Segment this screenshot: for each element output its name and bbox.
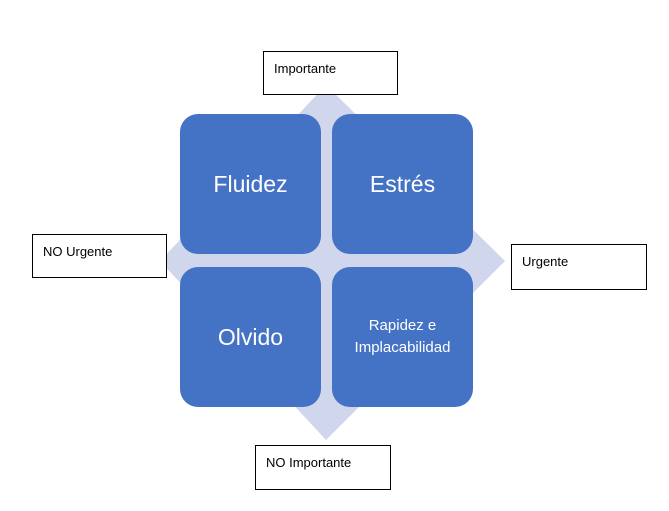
label-importante: Importante — [263, 51, 398, 95]
label-urgente-text: Urgente — [522, 254, 569, 269]
quadrant-olvido-label: Olvido — [217, 323, 284, 350]
label-no-importante: NO Importante — [255, 445, 391, 490]
label-no-urgente-text: NO Urgente — [43, 244, 113, 259]
quadrant-fluidez-label: Fluidez — [213, 170, 288, 197]
quadrant-olvido: Olvido — [180, 267, 321, 407]
quadrant-rapidez-label: Rapidez e Implacabilidad — [354, 317, 451, 356]
quadrant-estres: Estrés — [332, 114, 473, 254]
label-no-importante-text: NO Importante — [266, 455, 352, 470]
label-urgente: Urgente — [511, 244, 647, 290]
label-no-urgente: NO Urgente — [32, 234, 167, 278]
quadrant-estres-label: Estrés — [369, 170, 436, 197]
quadrant-fluidez: Fluidez — [180, 114, 321, 254]
quadrant-rapidez: Rapidez e Implacabilidad — [332, 267, 473, 407]
label-importante-text: Importante — [274, 61, 337, 76]
